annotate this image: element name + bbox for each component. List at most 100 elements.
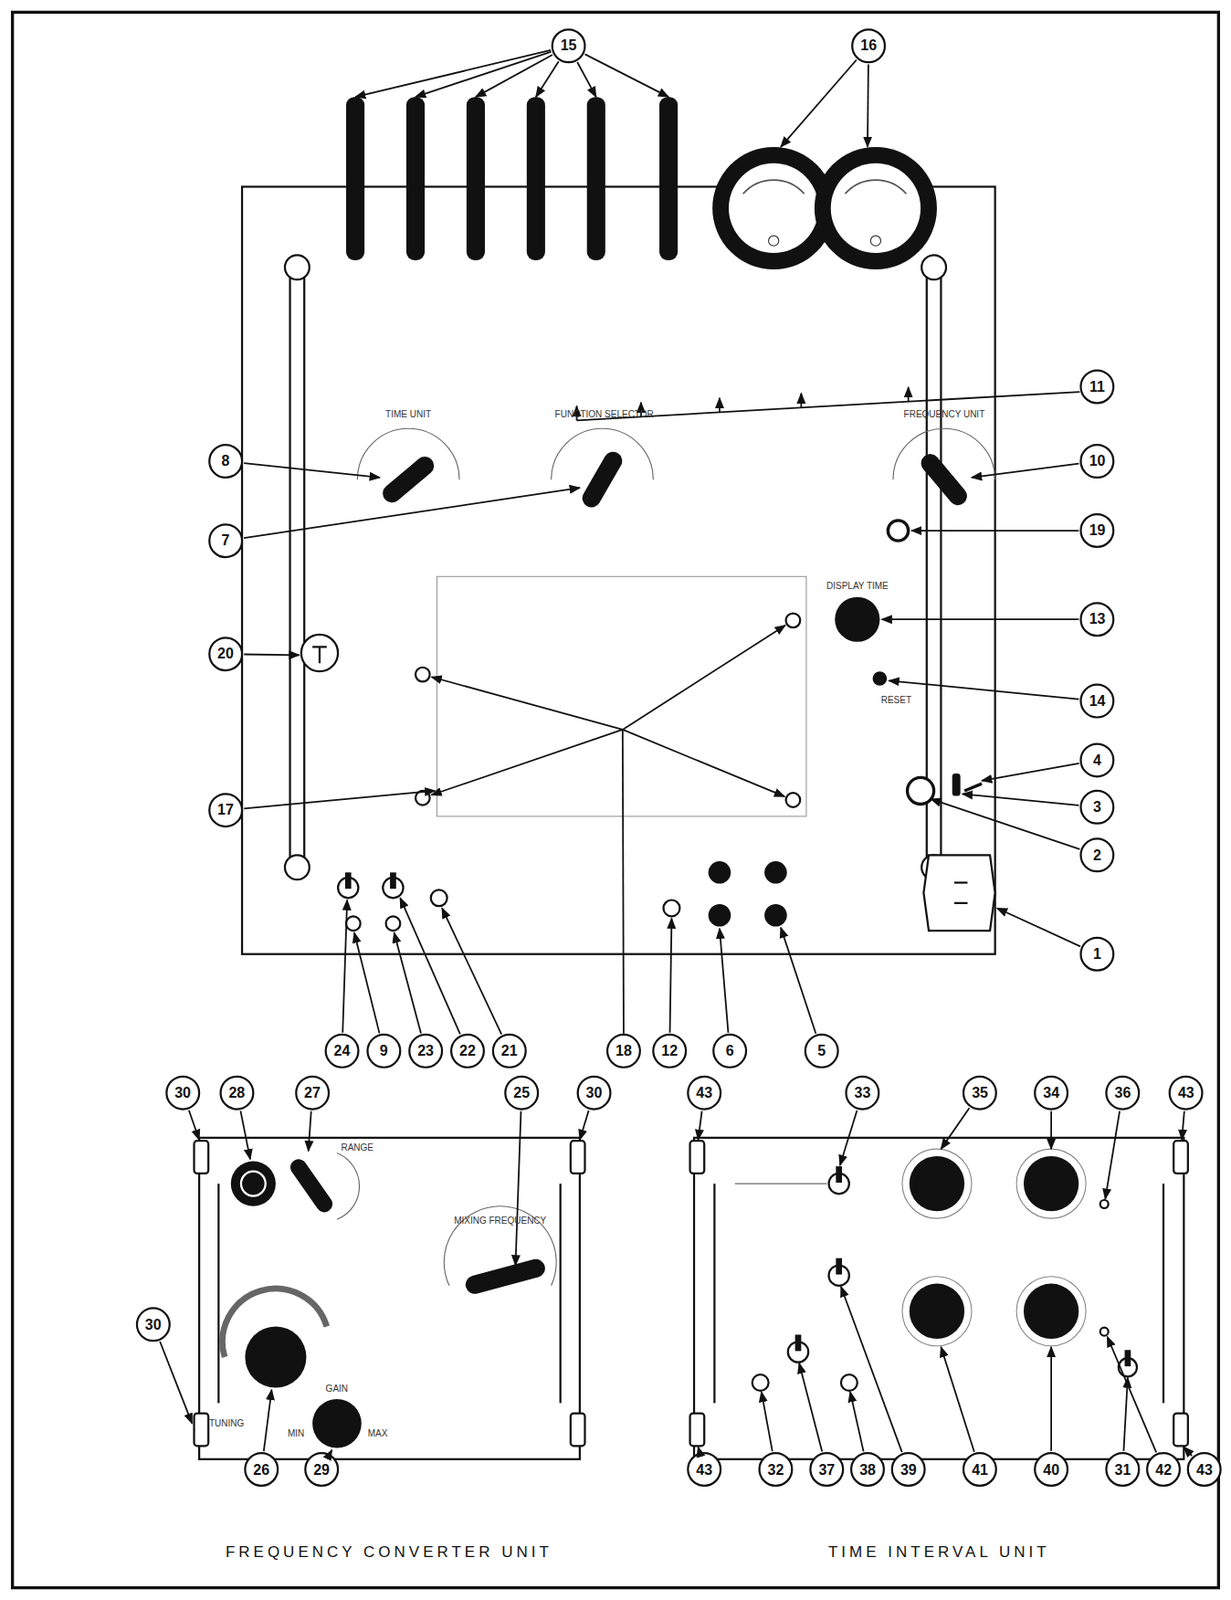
callout-circle — [305, 1452, 338, 1486]
leader-line — [243, 790, 435, 809]
callout-number: 22 — [459, 1043, 476, 1059]
callout-circle — [607, 1034, 641, 1068]
callout-circle — [1081, 444, 1115, 478]
leader-line — [698, 1446, 700, 1452]
callout-number: 43 — [1178, 1085, 1195, 1101]
time-interval-panel — [690, 1137, 1189, 1460]
callout-circle — [505, 1076, 538, 1110]
callout-number: 31 — [1115, 1462, 1132, 1478]
leader-line — [1050, 1111, 1053, 1149]
callout-circle — [1081, 838, 1115, 872]
callout-number: 30 — [145, 1317, 162, 1333]
callout-circle — [493, 1034, 527, 1068]
unit-caption: TIME INTERVAL UNIT — [828, 1543, 1051, 1559]
leader-line — [394, 932, 421, 1033]
callout-number: 33 — [854, 1085, 872, 1101]
leader-line — [841, 1286, 903, 1452]
callout-circle — [220, 1076, 254, 1110]
callout-circle — [713, 1034, 747, 1068]
callout-circle — [851, 1452, 884, 1486]
leader-line — [622, 729, 785, 797]
callout-circle — [295, 1076, 329, 1110]
leader-line — [1183, 1446, 1192, 1456]
callout-circle — [963, 1076, 997, 1110]
callout-number: 39 — [900, 1462, 917, 1478]
leader-line — [718, 398, 721, 413]
leader-line — [888, 680, 1079, 699]
callout-circle — [166, 1076, 200, 1110]
callout-circle — [852, 29, 885, 63]
panel-label: GAIN — [326, 1384, 348, 1394]
callout-number: 6 — [725, 1043, 735, 1059]
callout-number: 34 — [1042, 1085, 1060, 1101]
callout-circle — [209, 524, 242, 558]
leader-line — [930, 799, 1080, 850]
panel-label: MAX — [368, 1429, 389, 1439]
callout-number: 20 — [217, 646, 234, 662]
callout-circle — [1081, 514, 1115, 548]
leader-line — [415, 52, 552, 98]
leader-line — [342, 900, 348, 1033]
callout-number: 29 — [313, 1462, 330, 1478]
callout-circle — [1169, 1076, 1203, 1110]
callout-circle — [1146, 1452, 1180, 1486]
leader-line — [431, 729, 622, 796]
leader-line — [431, 676, 623, 730]
leader-line — [799, 393, 802, 409]
callout-number: 1 — [1093, 946, 1102, 962]
leader-line — [1050, 1346, 1053, 1452]
callout-circle — [1081, 937, 1115, 971]
leader-line — [761, 1391, 773, 1452]
leader-line — [308, 1111, 312, 1152]
callout-circle — [687, 1076, 721, 1110]
callout-number: 30 — [174, 1085, 191, 1101]
panel-label: MIXING FREQUENCY — [453, 1216, 547, 1226]
callout-circle — [326, 1034, 359, 1068]
callout-circle — [1081, 744, 1115, 778]
leader-line — [243, 487, 580, 538]
callout-circle — [1081, 602, 1115, 636]
leader-line — [330, 1450, 333, 1453]
callout-number: 2 — [1093, 848, 1102, 863]
callout-number: 19 — [1089, 523, 1106, 538]
callout-number: 35 — [971, 1085, 989, 1101]
leader-line — [585, 53, 670, 97]
callout-number: 13 — [1089, 611, 1106, 627]
leader-line — [622, 729, 624, 1034]
callout-number: 23 — [417, 1043, 434, 1059]
callout-number: 36 — [1115, 1085, 1132, 1101]
leader-line — [962, 793, 1079, 806]
callout-circle — [892, 1452, 926, 1486]
callout-number: 16 — [860, 38, 877, 53]
counter-panel — [241, 96, 996, 955]
callout-number: 41 — [971, 1462, 989, 1478]
callout-number: 14 — [1089, 694, 1106, 709]
callout-circle — [652, 1034, 686, 1068]
callout-number: 18 — [615, 1043, 632, 1059]
callout-number: 17 — [217, 802, 234, 818]
leader-line — [850, 1391, 864, 1452]
leader-line — [780, 59, 857, 147]
leader-line — [243, 653, 299, 657]
callout-circle — [209, 793, 242, 827]
callout-number: 8 — [221, 453, 231, 469]
callout-number: 30 — [586, 1085, 603, 1101]
callout-number: 15 — [560, 38, 578, 53]
leader-line — [441, 907, 502, 1034]
callout-number: 5 — [817, 1043, 826, 1059]
callout-circle — [552, 29, 586, 63]
panel-label: FUNCTION SELECTOR — [555, 410, 654, 420]
callout-circle — [1188, 1452, 1221, 1486]
leader-line — [243, 462, 380, 478]
leader-line — [882, 618, 1080, 621]
leader-line — [698, 1111, 703, 1140]
callout-number: 21 — [501, 1043, 518, 1059]
callout-number: 27 — [304, 1085, 321, 1101]
callout-number: 28 — [228, 1085, 245, 1101]
panel-label: FREQUENCY UNIT — [904, 410, 986, 420]
callout-number: 7 — [221, 533, 231, 548]
callout-circle — [1081, 370, 1115, 404]
callout-number: 12 — [661, 1043, 678, 1059]
callout-circle — [209, 637, 242, 671]
leader-line — [475, 54, 553, 97]
